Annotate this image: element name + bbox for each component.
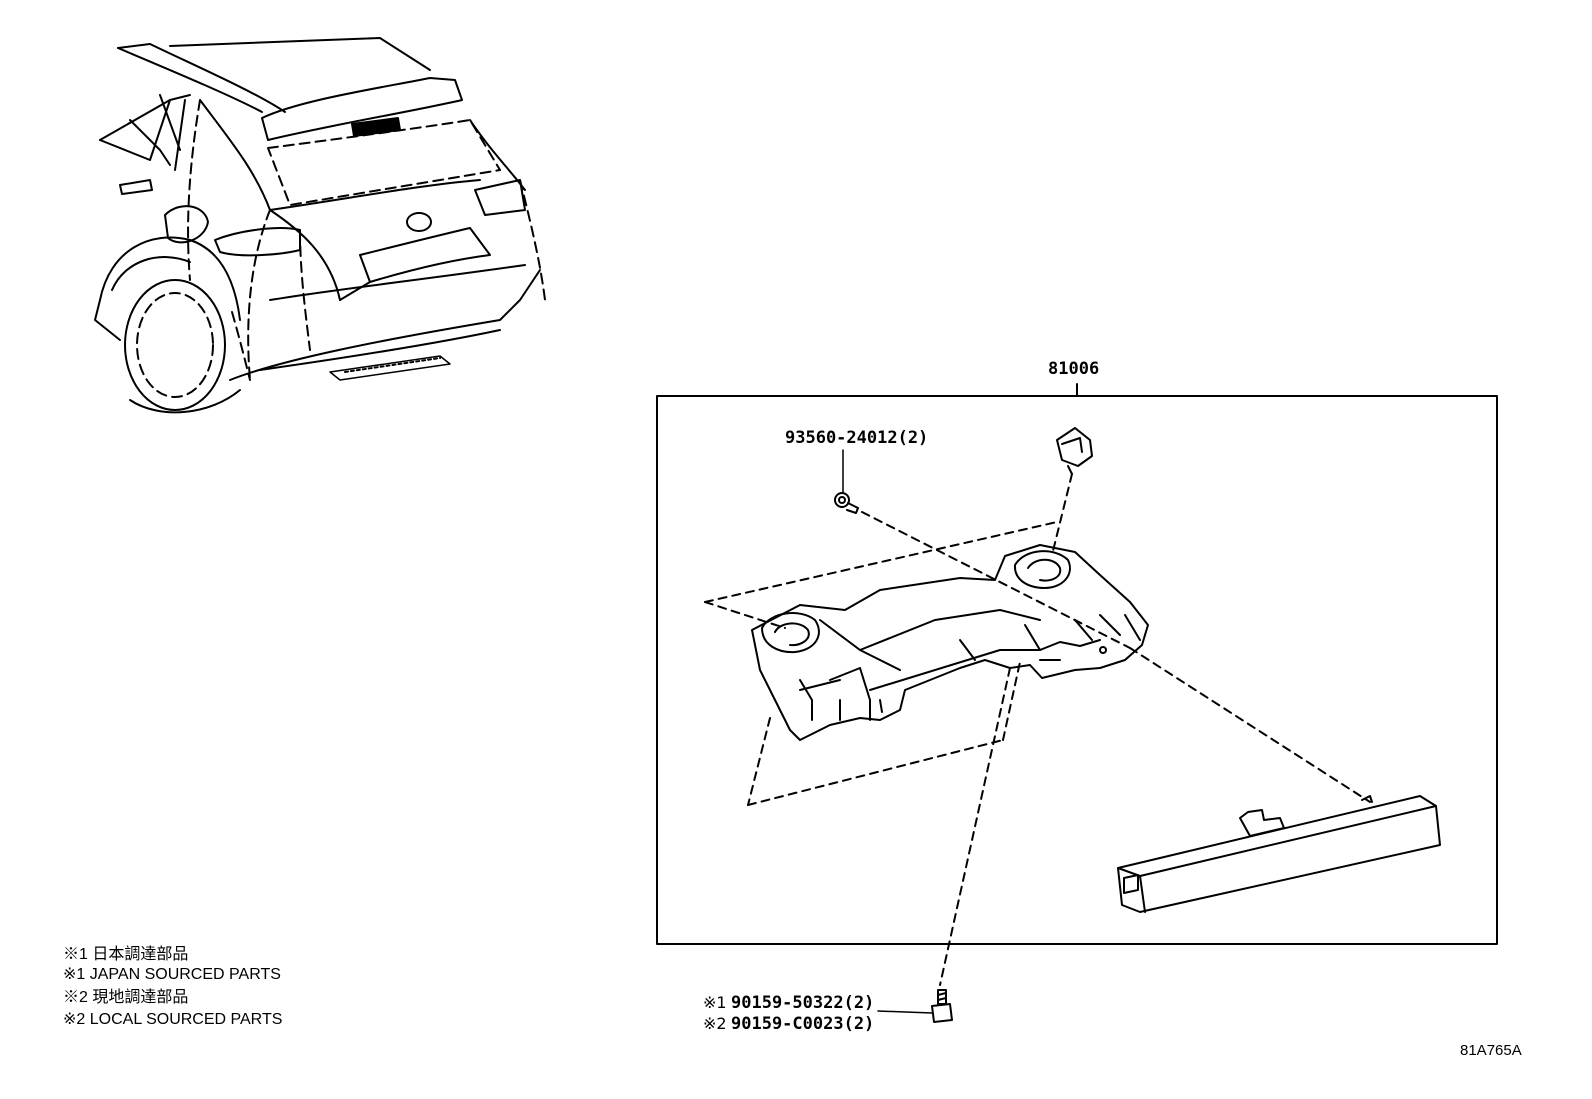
bulb-socket-part bbox=[1056, 427, 1093, 475]
figure-id: 81A765A bbox=[1460, 1042, 1522, 1059]
note-line-2: ※1 JAPAN SOURCED PARTS bbox=[63, 966, 281, 983]
lamp-bracket-part bbox=[704, 521, 1149, 806]
note-line-4: ※2 LOCAL SOURCED PARTS bbox=[63, 1011, 283, 1028]
screw-mark-1: ※1 bbox=[703, 993, 727, 1012]
vehicle-rear-illustration bbox=[94, 37, 546, 414]
assembly-part-number: 81006 bbox=[1048, 359, 1100, 379]
screw-mark-2: ※2 bbox=[703, 1014, 727, 1033]
note-line-3: ※2 現地調達部品 bbox=[63, 989, 189, 1006]
clip-part-number: 93560-24012(2) bbox=[785, 428, 929, 448]
clip-part bbox=[834, 492, 859, 514]
screw-part bbox=[931, 989, 953, 1023]
note-line-1: ※1 日本調達部品 bbox=[63, 946, 189, 963]
stop-lamp-strip-part bbox=[1117, 795, 1441, 913]
screw-part-number-2: 90159-C0023(2) bbox=[731, 1014, 875, 1034]
screw-part-number-1: 90159-50322(2) bbox=[731, 993, 875, 1013]
